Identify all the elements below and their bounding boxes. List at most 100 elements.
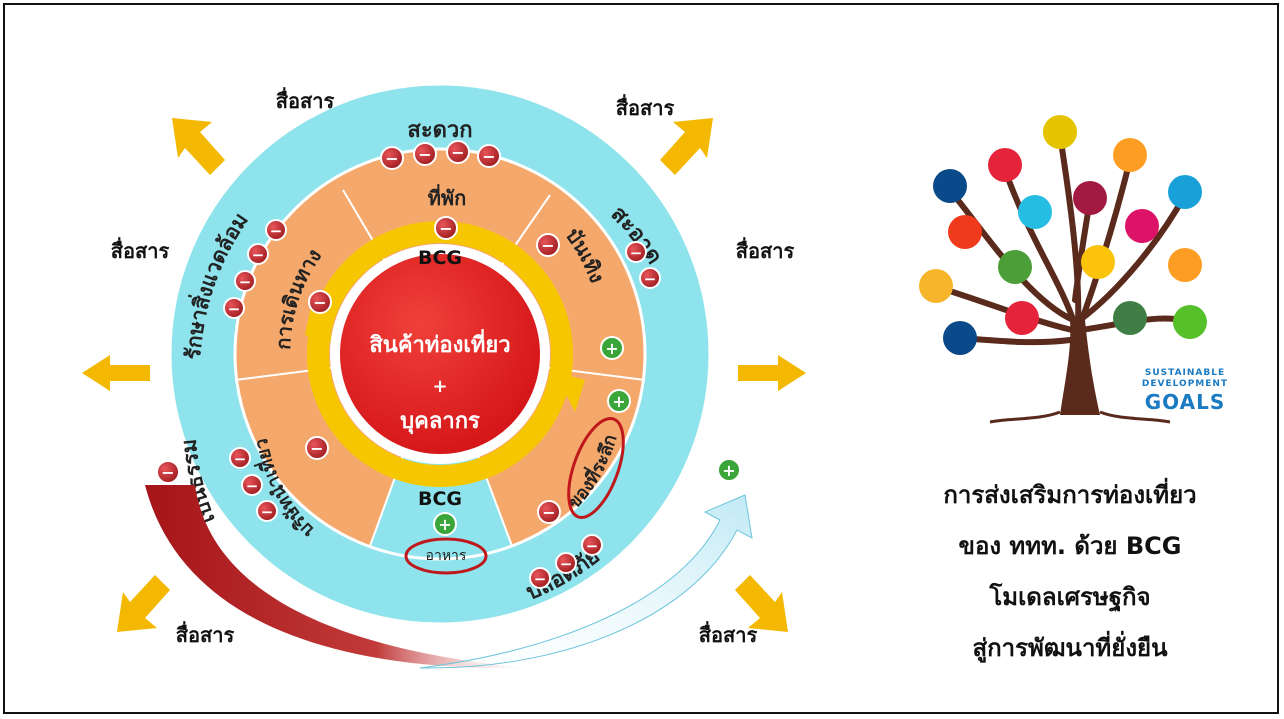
svg-text:−: −: [261, 503, 274, 521]
communication-labels: สื่อสาร สื่อสาร สื่อสาร สื่อสาร สื่อสาร …: [111, 86, 795, 647]
minus-badges: − − − − − − − − − − − − − − − − − − − − …: [156, 140, 661, 589]
minus-badge: −: [529, 567, 551, 589]
minus-badge: −: [639, 267, 661, 289]
minus-badge: −: [234, 270, 256, 292]
bcg-arrow-right: [555, 372, 585, 412]
minus-badge: −: [581, 534, 603, 556]
side-title-line4: สู่การพัฒนาที่ยั่งยืน: [972, 634, 1168, 662]
sdg-icon: [919, 269, 953, 303]
side-title: การส่งเสริมการท่องเที่ยว ของ ททท. ด้วย B…: [905, 470, 1235, 674]
growth-sweep-arrow: [419, 494, 753, 669]
minus-badge: −: [625, 241, 647, 263]
sdg-icon: [933, 169, 967, 203]
label-convenience: สะดวก: [407, 118, 472, 143]
sdg-icon: [1113, 138, 1147, 172]
svg-text:−: −: [310, 439, 323, 458]
arrow-left: [82, 355, 150, 391]
minus-badge: −: [308, 290, 332, 314]
minus-badge: −: [537, 500, 561, 524]
sdg-icon: [1168, 175, 1202, 209]
arrow-right: [738, 355, 806, 391]
sdg-icon: [1073, 181, 1107, 215]
svg-text:−: −: [482, 147, 495, 166]
minus-badge: −: [265, 219, 287, 241]
comm-label-bottom-right: สื่อสาร: [699, 620, 758, 647]
plus-badge: +: [607, 389, 631, 413]
svg-text:−: −: [228, 300, 241, 318]
center-plus: +: [432, 376, 447, 397]
minus-badge: −: [305, 436, 329, 460]
label-accommodation: ที่พัก: [428, 183, 466, 210]
side-title-line2: ของ ททท. ด้วย BCG: [958, 532, 1182, 560]
arrow-top-right: [660, 118, 713, 175]
plus-badge: +: [600, 336, 624, 360]
souvenir-highlight: [567, 417, 625, 519]
plus-badges: + + + +: [433, 336, 741, 536]
sdg-icon: [998, 250, 1032, 284]
minus-badge: −: [446, 140, 470, 164]
minus-badge: −: [413, 142, 437, 166]
sdg-icon: [1018, 195, 1052, 229]
plus-badge: +: [717, 458, 741, 482]
arrow-bottom-right: [735, 575, 788, 632]
comm-label-top-right: สื่อสาร: [616, 93, 675, 120]
minus-badge: −: [247, 243, 269, 265]
sdg-icon: [988, 148, 1022, 182]
sdg-icon: [1168, 248, 1202, 282]
sdg-icon: [1173, 305, 1207, 339]
comm-label-top-left: สื่อสาร: [276, 86, 335, 113]
svg-text:−: −: [534, 570, 547, 588]
minus-badge: −: [434, 216, 458, 240]
minus-badge: −: [229, 447, 251, 469]
svg-text:−: −: [313, 293, 326, 312]
slide-frame: [3, 3, 1279, 714]
minus-badge: −: [241, 474, 263, 496]
sdg-icon: [1005, 301, 1039, 335]
svg-text:−: −: [252, 246, 265, 264]
svg-text:−: −: [586, 537, 599, 555]
svg-text:−: −: [239, 273, 252, 291]
svg-text:−: −: [541, 236, 554, 255]
sdg-icon: [1081, 245, 1115, 279]
minus-badge: −: [380, 146, 404, 170]
side-title-line1: การส่งเสริมการท่องเที่ยว: [943, 481, 1197, 509]
minus-badge: −: [477, 144, 501, 168]
side-title-line3: โมเดลเศรษฐกิจ: [989, 583, 1151, 611]
svg-text:−: −: [542, 503, 555, 522]
label-food: อาหาร: [426, 548, 467, 564]
minus-badge: −: [256, 500, 278, 522]
svg-text:−: −: [451, 143, 464, 162]
sdg-goal-icons: [919, 115, 1207, 355]
sdg-line3: GOALS: [1144, 390, 1226, 414]
sdg-icon: [1043, 115, 1077, 149]
svg-text:−: −: [246, 477, 259, 495]
arrow-bottom-left: [117, 575, 170, 632]
plus-badge: +: [433, 512, 457, 536]
svg-text:−: −: [630, 244, 643, 262]
sdg-line2: DEVELOPMENT: [1141, 379, 1229, 389]
sdg-icon: [1113, 301, 1147, 335]
svg-text:+: +: [722, 461, 735, 480]
bcg-top-label: BCG: [418, 247, 462, 269]
svg-text:−: −: [560, 555, 573, 573]
food-highlight: [404, 537, 488, 575]
svg-text:−: −: [644, 270, 657, 288]
sdg-line1: SUSTAINABLE: [1144, 368, 1226, 378]
svg-text:−: −: [270, 222, 283, 240]
svg-text:−: −: [161, 463, 174, 482]
bcg-bottom-label: BCG: [418, 488, 462, 510]
minus-badge: −: [536, 233, 560, 257]
svg-text:+: +: [438, 515, 451, 534]
sdg-icon: [943, 321, 977, 355]
center-line1: สินค้าท่องเที่ยว: [369, 328, 510, 358]
svg-text:−: −: [385, 149, 398, 168]
communication-arrows: [82, 118, 806, 632]
svg-text:+: +: [612, 392, 625, 411]
minus-badge: −: [156, 460, 180, 484]
svg-text:+: +: [605, 339, 618, 358]
center-circle: [340, 254, 540, 454]
svg-text:−: −: [439, 219, 452, 238]
sdg-icon: [948, 215, 982, 249]
sdg-logo: SUSTAINABLE DEVELOPMENT GOALS: [1140, 368, 1230, 414]
